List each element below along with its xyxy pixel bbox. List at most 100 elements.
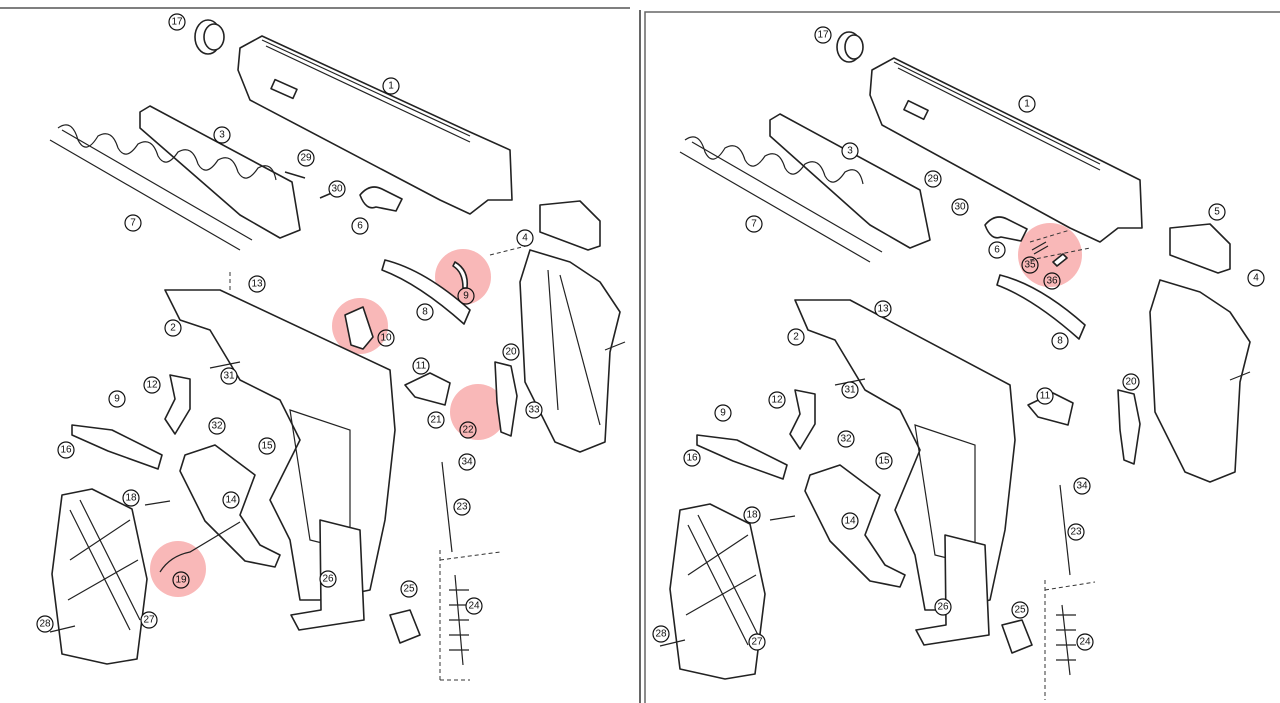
part-hammer: [1117, 389, 1141, 465]
right-part-label-25: 25: [1011, 601, 1029, 619]
label-number: 7: [751, 219, 757, 230]
label-number: 6: [357, 221, 363, 232]
label-circle: [400, 580, 418, 598]
label-number: 25: [403, 584, 415, 595]
right-part-label-23: 23: [1067, 523, 1085, 541]
part-hammer: [494, 361, 518, 437]
left-part-label-26: 26: [319, 570, 337, 588]
right-part-label-26: 26: [934, 598, 952, 616]
label-number: 30: [331, 184, 343, 195]
left-part-label-30: 30: [328, 180, 346, 198]
label-circle: [875, 452, 893, 470]
label-number: 8: [422, 307, 428, 318]
label-number: 16: [686, 453, 698, 464]
label-circle: [1122, 373, 1140, 391]
part-slide: [237, 35, 513, 215]
label-number: 26: [937, 602, 949, 613]
label-circle: [1021, 256, 1039, 274]
label-circle: [36, 615, 54, 633]
label-number: 1: [388, 81, 394, 92]
grip-right-detail: [547, 269, 601, 426]
label-number: 35: [1024, 260, 1036, 271]
part-magazine: [915, 534, 990, 646]
part-mag-release: [389, 609, 421, 644]
label-circle: [841, 512, 859, 530]
label-number: 31: [223, 371, 235, 382]
label-number: 10: [380, 333, 392, 344]
label-circle: [319, 570, 337, 588]
left-part-label-11: 11: [412, 357, 430, 375]
part-hammer-strut: [441, 461, 453, 553]
label-circle: [164, 319, 182, 337]
label-circle: [57, 441, 75, 459]
left-part-label-4: 4: [516, 229, 534, 247]
left-part-label-12: 12: [143, 376, 161, 394]
label-number: 12: [146, 380, 158, 391]
label-number: 9: [720, 408, 726, 419]
part-grip-left: [669, 503, 766, 680]
right-part-label-14: 14: [841, 512, 859, 530]
label-circle: [1067, 523, 1085, 541]
label-number: 26: [322, 574, 334, 585]
label-circle: [525, 401, 543, 419]
part-bushing: [194, 19, 225, 55]
label-circle: [516, 229, 534, 247]
label-circle: [1247, 269, 1265, 287]
label-number: 3: [219, 130, 225, 141]
left-part-label-13: 13: [248, 275, 266, 293]
label-circle: [328, 180, 346, 198]
left-part-label-10: 10: [377, 329, 395, 347]
label-circle: [208, 417, 226, 435]
part-sear: [404, 372, 451, 406]
right-part-label-13: 13: [874, 300, 892, 318]
label-number: 9: [114, 394, 120, 405]
right-panel-border: [644, 11, 1280, 703]
label-circle: [140, 611, 158, 629]
label-circle: [714, 404, 732, 422]
label-circle: [457, 287, 475, 305]
right-part-label-15: 15: [875, 452, 893, 470]
label-number: 13: [251, 279, 263, 290]
slide-logo: [270, 78, 298, 100]
label-number: 8: [1057, 336, 1063, 347]
right-part-label-12: 12: [768, 391, 786, 409]
left-part-label-31: 31: [220, 367, 238, 385]
part-barrel: [139, 105, 301, 239]
right-part-label-4: 4: [1247, 269, 1265, 287]
left-part-label-25: 25: [400, 580, 418, 598]
part-bushing: [836, 31, 864, 63]
left-part-label-14: 14: [222, 491, 240, 509]
right-part-label-31: 31: [841, 381, 859, 399]
label-number: 20: [505, 347, 517, 358]
label-number: 27: [751, 637, 763, 648]
label-circle: [1018, 95, 1036, 113]
label-number: 17: [817, 30, 829, 41]
label-circle: [459, 421, 477, 439]
label-circle: [220, 367, 238, 385]
right-part-label-30: 30: [951, 198, 969, 216]
slide-serration-lines: [893, 61, 1101, 171]
label-number: 28: [655, 629, 667, 640]
label-circle: [837, 430, 855, 448]
label-number: 20: [1125, 377, 1137, 388]
label-number: 24: [468, 601, 480, 612]
left-part-label-34: 34: [458, 453, 476, 471]
label-circle: [652, 625, 670, 643]
label-number: 23: [1070, 527, 1082, 538]
label-number: 6: [994, 245, 1000, 256]
label-circle: [458, 453, 476, 471]
right-part-label-29: 29: [924, 170, 942, 188]
part-rear-sight: [1169, 223, 1231, 274]
left-part-label-7: 7: [124, 214, 142, 232]
label-circle: [222, 491, 240, 509]
part-hammer-strut: [1059, 484, 1071, 576]
right-part-label-32: 32: [837, 430, 855, 448]
label-circle: [814, 26, 832, 44]
left-highlight-circle: [150, 541, 206, 597]
slide-serration-lines: [261, 39, 471, 143]
label-circle: [1076, 633, 1094, 651]
label-circle: [1208, 203, 1226, 221]
right-part-label-11: 11: [1036, 387, 1054, 405]
label-circle: [416, 303, 434, 321]
label-circle: [351, 217, 369, 235]
